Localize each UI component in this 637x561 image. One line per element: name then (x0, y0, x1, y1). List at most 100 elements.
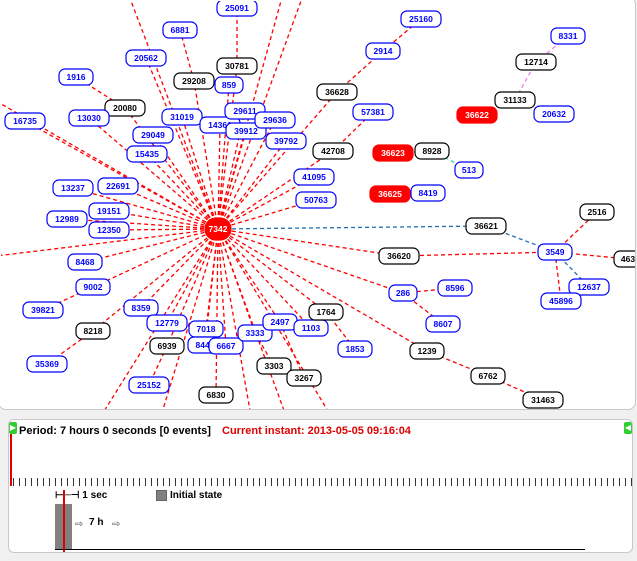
graph-edge (217, 225, 487, 230)
graph-node[interactable]: 463 (613, 250, 636, 268)
graph-node[interactable]: 25091 (216, 1, 258, 17)
graph-node[interactable]: 8419 (410, 184, 446, 202)
graph-node[interactable]: 29636 (254, 111, 296, 129)
node-label: 31019 (170, 112, 194, 122)
graph-node[interactable]: 22691 (97, 177, 139, 195)
graph-node[interactable]: 8468 (67, 253, 103, 271)
graph-node[interactable]: 8596 (437, 279, 473, 297)
graph-node[interactable]: 12350 (88, 221, 130, 239)
graph-node[interactable]: 31463 (522, 391, 564, 409)
graph-node[interactable]: 8331 (550, 27, 586, 45)
node-label: 1103 (302, 323, 321, 333)
graph-node[interactable]: 45896 (540, 292, 582, 310)
graph-node[interactable]: 286 (388, 284, 418, 302)
current-instant-cursor[interactable] (10, 434, 12, 486)
graph-node[interactable]: 20080 (104, 99, 146, 117)
graph-node[interactable]: 39821 (22, 301, 64, 319)
node-label: 20080 (113, 103, 137, 113)
node-label: 12637 (577, 282, 601, 292)
graph-node[interactable]: 25152 (128, 376, 170, 394)
timeline-ruler[interactable] (13, 478, 632, 486)
graph-node[interactable]: 36628 (316, 83, 358, 101)
graph-node[interactable]: 6830 (198, 386, 234, 404)
timeline-end-handle[interactable]: ◀ (624, 422, 632, 434)
graph-node[interactable]: 39912 (225, 122, 267, 140)
graph-node[interactable]: 41095 (293, 168, 335, 186)
node-label: 31133 (503, 95, 526, 105)
graph-edge (217, 228, 227, 347)
graph-node[interactable]: 12714 (515, 53, 557, 71)
arrow-right-icon[interactable]: ⇨ (75, 519, 84, 530)
graph-node[interactable]: 3267 (286, 369, 322, 387)
graph-node[interactable]: 12637 (568, 278, 610, 296)
graph-node[interactable]: 6762 (470, 367, 506, 385)
graph-edge (152, 134, 219, 230)
graph-node[interactable]: 13030 (68, 109, 110, 127)
graph-node[interactable]: 31133 (494, 91, 536, 109)
graph-node[interactable]: 8928 (414, 142, 450, 160)
period-label: Period: 7 hours 0 seconds [0 events] (19, 425, 211, 437)
graph-node[interactable]: 3549 (537, 243, 573, 261)
graph-node[interactable]: 57381 (352, 103, 394, 121)
graph-node[interactable]: 513 (454, 161, 484, 179)
graph-node[interactable]: 29049 (132, 126, 174, 144)
graph-node[interactable]: 25160 (400, 10, 442, 28)
graph-node[interactable]: 36625 (369, 185, 411, 203)
graph-node[interactable]: 3303 (256, 357, 292, 375)
timeline-start-handle[interactable]: ▶ (9, 422, 17, 434)
graph-node[interactable]: 12779 (146, 314, 188, 332)
graph-node[interactable]: 39792 (265, 132, 307, 150)
graph-node[interactable]: 1239 (409, 342, 445, 360)
node-label: 8419 (419, 188, 438, 198)
graph-node[interactable]: 29611 (224, 102, 266, 120)
graph-node[interactable]: 3333 (237, 324, 273, 342)
graph-node[interactable]: 8359 (123, 299, 159, 317)
graph-node[interactable]: 31019 (161, 108, 203, 126)
graph-node[interactable]: 35369 (26, 355, 68, 373)
graph-edge (193, 80, 219, 230)
graph-node[interactable]: 9002 (75, 278, 111, 296)
graph-node[interactable]: 15435 (126, 145, 168, 163)
node-label: 1853 (346, 344, 365, 354)
graph-node[interactable]: 1103 (293, 319, 329, 337)
node-label: 513 (462, 165, 476, 175)
node-label: 20562 (134, 53, 158, 63)
graph-node[interactable]: 1853 (337, 340, 373, 358)
current-instant-marker[interactable] (63, 490, 65, 552)
graph-node[interactable]: 6939 (149, 337, 185, 355)
graph-node[interactable]: 2914 (365, 42, 401, 60)
graph-node[interactable]: 1764 (308, 303, 344, 321)
graph-node[interactable]: 20562 (125, 49, 167, 67)
graph-node[interactable]: 12989 (46, 210, 88, 228)
graph-node[interactable]: 8218 (75, 322, 111, 340)
graph-node[interactable]: 2516 (579, 203, 615, 221)
graph-node[interactable]: 6667 (208, 337, 244, 355)
graph-node[interactable]: 7342 (204, 217, 232, 241)
graph-node[interactable]: 13237 (52, 179, 94, 197)
graph-node[interactable]: 1916 (58, 68, 94, 86)
graph-node[interactable]: 8607 (425, 315, 461, 333)
node-label: 2497 (271, 317, 290, 327)
arrow-right-icon[interactable]: ⇨ (112, 519, 121, 530)
graph-node[interactable]: 30781 (216, 57, 258, 75)
graph-node[interactable]: 29208 (173, 72, 215, 90)
graph-node[interactable]: 36621 (465, 217, 507, 235)
graph-node[interactable]: 36623 (372, 144, 414, 162)
graph-node[interactable]: 7018 (188, 320, 224, 338)
graph-edge (217, 150, 334, 230)
graph-node[interactable]: 36622 (456, 106, 498, 124)
graph-node[interactable]: 42708 (312, 142, 354, 160)
node-label: 8928 (423, 146, 442, 156)
graph-node[interactable]: 6881 (162, 21, 198, 39)
graph-node[interactable]: 20632 (533, 105, 575, 123)
legend-initial-state: Initial state (156, 490, 222, 501)
graph-node[interactable]: 19151 (88, 202, 130, 220)
graph-node[interactable]: 2497 (262, 313, 298, 331)
graph-node[interactable]: 36620 (378, 247, 420, 265)
graph-node[interactable]: 50763 (295, 191, 337, 209)
graph-node[interactable]: 859 (214, 76, 244, 94)
node-label: 36628 (325, 87, 349, 97)
graph-node[interactable]: 16735 (4, 112, 46, 130)
